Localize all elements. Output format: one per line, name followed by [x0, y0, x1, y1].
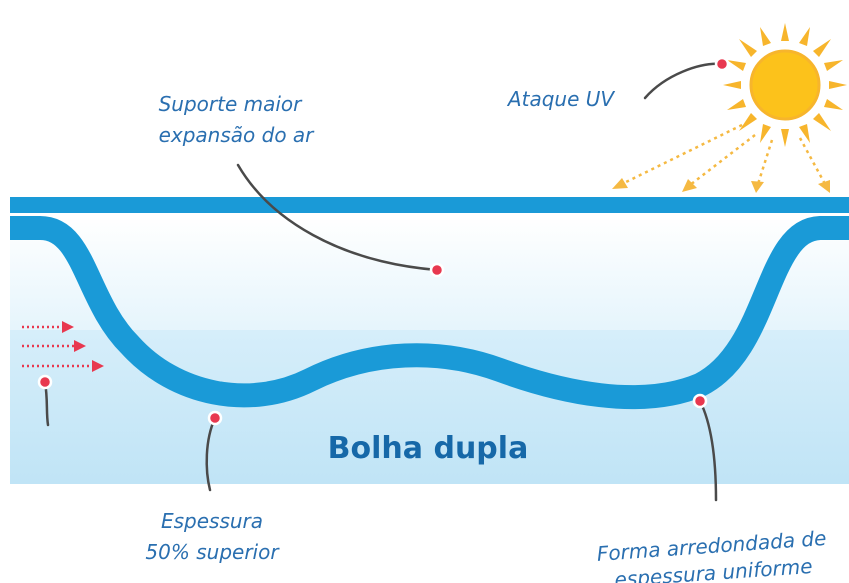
airflow-arrows [22, 325, 92, 368]
label-support-line2: expansão do ar [159, 123, 316, 147]
uv-arrowheads [612, 178, 830, 193]
leader-uv [643, 62, 724, 100]
marker-dots [37, 56, 730, 426]
uv-ray-arrows [621, 123, 827, 186]
airflow-arrowheads [62, 321, 104, 372]
sun-icon [723, 23, 847, 147]
label-support-line1: Suporte maior [159, 92, 304, 116]
bubble-wall [10, 216, 849, 410]
label-thickness-line2: 50% superior [145, 540, 280, 564]
leader-shape [698, 399, 718, 502]
top-film [10, 197, 849, 213]
label-uv: Ataque UV [506, 87, 615, 111]
label-shape-group: Forma arredondada de espessura uniforme [596, 526, 827, 583]
label-thickness-line1: Espessura [161, 509, 263, 533]
leader-support [236, 163, 439, 272]
diagram-title: Bolha dupla [328, 431, 529, 466]
